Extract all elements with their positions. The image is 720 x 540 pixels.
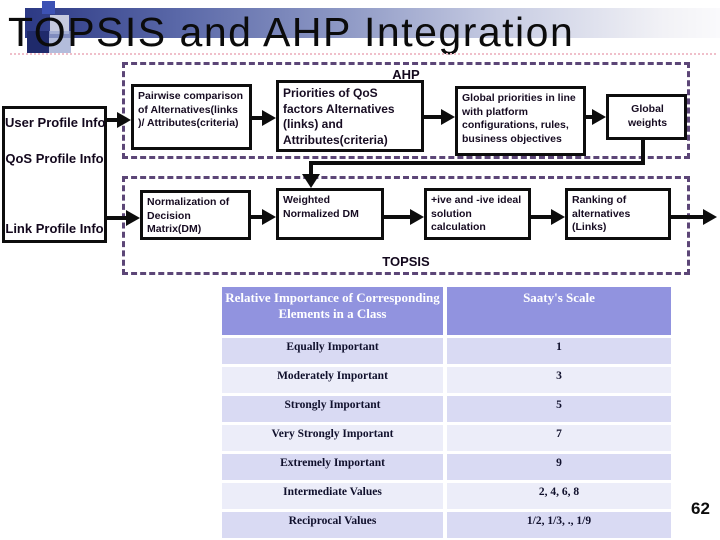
priorities-box: Priorities of QoS factors Alternatives (… bbox=[276, 80, 424, 152]
table-row: Strongly Important bbox=[222, 396, 443, 422]
decor-square-steel bbox=[49, 31, 71, 53]
table-header-scale: Saaty's Scale bbox=[447, 287, 671, 335]
topsis-label: TOPSIS bbox=[382, 254, 430, 269]
table-cell-scale: 1/2, 1/3, ., 1/9 bbox=[447, 512, 671, 538]
page-title: TOPSIS and AHP Integration bbox=[8, 9, 575, 55]
table-cell-scale: 1 bbox=[447, 338, 671, 364]
global-priorities-box: Global priorities in line with platform … bbox=[455, 86, 586, 156]
decor-square-navy bbox=[27, 31, 49, 53]
link-profile-info-label: Link Profile Info bbox=[5, 221, 104, 236]
ahp-container: AHP bbox=[122, 62, 690, 159]
pairwise-comparison-box: Pairwise comparison of Alternatives(link… bbox=[131, 84, 252, 150]
table-cell-scale: 9 bbox=[447, 454, 671, 480]
table-cell-scale: 5 bbox=[447, 396, 671, 422]
qos-profile-info-label: QoS Profile Info bbox=[5, 151, 104, 166]
table-header-importance: Relative Importance of Corresponding Ele… bbox=[222, 287, 443, 335]
profile-inputs-box: User Profile Info QoS Profile Info Link … bbox=[2, 106, 107, 243]
ideal-solution-box: +ive and -ive ideal solution calculation bbox=[424, 188, 531, 240]
table-row: Very Strongly Important bbox=[222, 425, 443, 451]
user-profile-info-label: User Profile Info bbox=[5, 115, 106, 130]
ahp-label: AHP bbox=[392, 67, 420, 82]
table-row: Equally Important bbox=[222, 338, 443, 364]
table-row: Extremely Important bbox=[222, 454, 443, 480]
table-row: Intermediate Values bbox=[222, 483, 443, 509]
table-row: Reciprocal Values bbox=[222, 512, 443, 538]
table-row: Moderately Important bbox=[222, 367, 443, 393]
saaty-scale-table: Relative Importance of Corresponding Ele… bbox=[222, 287, 671, 538]
ranking-box: Ranking of alternatives (Links) bbox=[565, 188, 671, 240]
page-number: 62 bbox=[691, 499, 710, 518]
normalization-box: Normalization of Decision Matrix(DM) bbox=[140, 190, 251, 240]
title-gradient-bar bbox=[25, 8, 720, 38]
global-weights-box: Global weights bbox=[606, 94, 687, 140]
table-cell-scale: 2, 4, 6, 8 bbox=[447, 483, 671, 509]
table-cell-scale: 3 bbox=[447, 367, 671, 393]
table-cell-scale: 7 bbox=[447, 425, 671, 451]
title-dotted-underline bbox=[10, 53, 716, 55]
decor-square-blue bbox=[42, 1, 55, 14]
decor-square-pale bbox=[50, 15, 69, 34]
weighted-normalized-box: Weighted Normalized DM bbox=[276, 188, 384, 240]
topsis-container: TOPSIS bbox=[122, 176, 690, 275]
